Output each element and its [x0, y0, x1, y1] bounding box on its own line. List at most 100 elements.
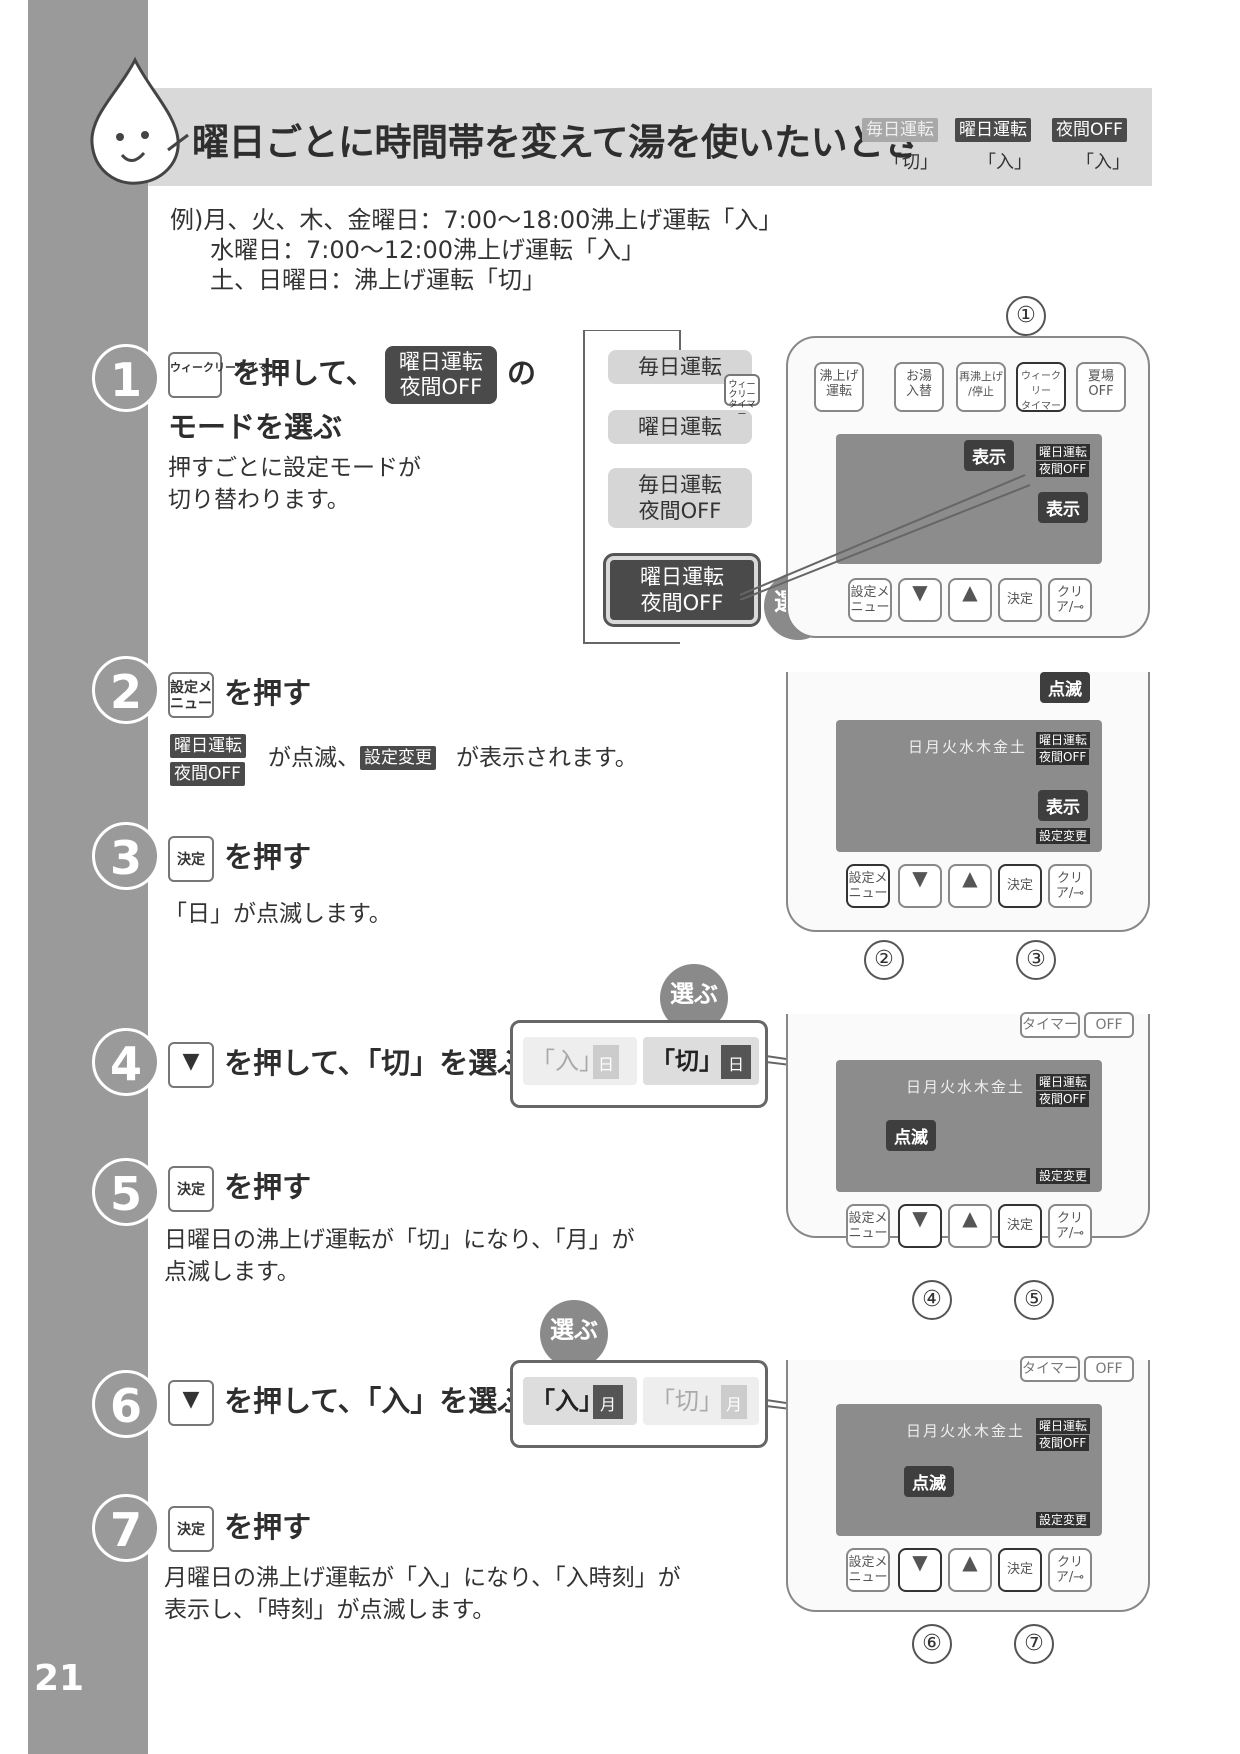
step-6-heading: ▼ を押して、「入」を選ぶ — [168, 1378, 526, 1426]
step-1-mode-pill: 曜日運転 夜間OFF — [384, 346, 497, 404]
decide-button-1: 決定 — [998, 578, 1042, 622]
step-5-heading: 決定 を押す — [168, 1164, 311, 1212]
weekly-timer-key: ウィークリータイマー — [168, 352, 280, 398]
down-key-6: ▼ — [168, 1380, 214, 1426]
down-button-4: ▼ — [898, 1548, 942, 1592]
step-3-heading: 決定 を押す — [168, 834, 311, 882]
mode-weekday: 曜日運転 — [608, 410, 752, 444]
lcd-change-4: 設定変更 — [1036, 1512, 1091, 1528]
step-1-heading: ウィークリータイマー を押して、 曜日運転 夜間OFF の — [168, 346, 536, 404]
step-2-heading: 設定メニュー を押す — [168, 670, 311, 718]
page-number: 21 — [34, 1658, 85, 1699]
step-number-4: 4 — [92, 1028, 160, 1096]
settings-menu-button-4: 設定メニュー — [846, 1548, 890, 1592]
summer-off-button: 夏場 OFF — [1076, 362, 1126, 412]
step-6-callout: 「入」 月 「切」 月 — [510, 1360, 768, 1448]
step-4-callout: 「入」 日 「切」 日 — [510, 1020, 768, 1108]
page-title: 曜日ごとに時間帯を変えて湯を使いたいとき — [192, 121, 921, 164]
finger-7: ⑦ — [1014, 1624, 1054, 1664]
step-1-line2: モードを選ぶ — [168, 410, 343, 444]
clear-button-1: クリア/⊸ — [1048, 578, 1092, 622]
down-button-3: ▼ — [898, 1204, 942, 1248]
settings-menu-key-2: 設定メニュー — [168, 672, 214, 718]
step-1-body: 押すごとに設定モードが 切り替わります。 — [168, 455, 421, 513]
mode-cycle-arrows — [583, 330, 681, 644]
step-3-body: 「日」が点滅します。 — [164, 901, 392, 927]
step-2-badge-nightoff: 夜間OFF — [170, 762, 245, 786]
step-4-opt-off-day: 日 — [721, 1045, 751, 1079]
partial-timer-button-4: タイマー — [1020, 1356, 1080, 1382]
finger-4: ④ — [912, 1280, 952, 1320]
partial-timer-button-3: タイマー — [1020, 1012, 1080, 1038]
badge-weekday: 曜日運転 — [955, 118, 1031, 142]
step-6-opt-off-day: 月 — [721, 1385, 747, 1419]
step-4-text: を押して、「切」を選ぶ — [224, 1046, 527, 1080]
step-2-badge-weekday: 曜日運転 — [170, 734, 246, 758]
down-key-4: ▼ — [168, 1042, 214, 1088]
lcd-days-2: 日月火水木金土 — [908, 738, 1028, 756]
step-2-badge-change: 設定変更 — [360, 746, 436, 770]
partial-off-button-4: OFF — [1084, 1356, 1134, 1382]
step-3-text: を押す — [224, 840, 312, 874]
lcd-off-1: 夜間OFF — [1036, 461, 1090, 477]
step-2-text: を押す — [224, 676, 312, 710]
step-2-text-2: が表示されます。 — [456, 745, 638, 771]
badge-night-off: 夜間OFF — [1052, 118, 1127, 142]
settings-menu-button-1: 設定メニュー — [848, 578, 892, 622]
pointer-lines-1 — [740, 474, 1031, 600]
mode-weekday-nightoff: 曜日運転 夜間OFF — [603, 553, 761, 627]
clear-button-2: クリア/⊸ — [1048, 864, 1092, 908]
step-5-text: を押す — [224, 1170, 312, 1204]
step-4-heading: ▼ を押して、「切」を選ぶ — [168, 1040, 526, 1088]
step-number-1: 1 — [92, 344, 160, 412]
badge-night-off-state: 「入」 — [1076, 152, 1130, 173]
lcd-off-4: 夜間OFF — [1036, 1435, 1090, 1451]
step-6-text: を押して、「入」を選ぶ — [224, 1384, 527, 1418]
lcd-days-3: 日月火水木金土 — [906, 1078, 1026, 1096]
step-4-opt-on-day: 日 — [593, 1045, 619, 1079]
clear-button-4: クリア/⊸ — [1048, 1548, 1092, 1592]
step-2-text-1: が点滅、 — [268, 745, 360, 771]
step-7-text: を押す — [224, 1510, 312, 1544]
lcd-change-2: 設定変更 — [1036, 828, 1091, 844]
finger-1: ① — [1006, 296, 1046, 336]
finger-6: ⑥ — [912, 1624, 952, 1664]
decide-key-7: 決定 — [168, 1506, 214, 1552]
lcd-off-3: 夜間OFF — [1036, 1091, 1090, 1107]
step-number-6: 6 — [92, 1370, 160, 1438]
up-button-1: ▲ — [948, 578, 992, 622]
example-line-2: 水曜日：7:00〜12:00沸上げ運転「入」 — [210, 236, 646, 264]
step-4-opt-on: 「入」 — [523, 1037, 637, 1085]
example-line-1: 例)月、火、木、金曜日：7:00〜18:00沸上げ運転「入」 — [170, 206, 783, 234]
mode-daily-nightoff: 毎日運転 夜間OFF — [608, 468, 752, 528]
step-5-body: 日曜日の沸上げ運転が「切」になり、「月」が 点滅します。 — [164, 1227, 635, 1285]
blink-label-3: 点滅 — [886, 1120, 936, 1151]
decide-key-5: 決定 — [168, 1166, 214, 1212]
lcd-days-4: 日月火水木金土 — [906, 1422, 1026, 1440]
step-number-7: 7 — [92, 1494, 160, 1562]
lcd-off-2: 夜間OFF — [1036, 749, 1090, 765]
step-number-2: 2 — [92, 656, 160, 724]
hot-water-replace-button: お湯 入替 — [894, 362, 944, 412]
partial-off-button-3: OFF — [1084, 1012, 1134, 1038]
lcd-mode-4: 曜日運転 — [1036, 1418, 1091, 1434]
down-button-1: ▼ — [898, 578, 942, 622]
badge-daily: 毎日運転 — [862, 118, 938, 142]
badge-daily-state: 「切」 — [884, 152, 938, 173]
finger-2: ② — [864, 940, 904, 980]
cycle-weekly-key: ウィークリータイマー — [724, 374, 760, 420]
step-number-3: 3 — [92, 822, 160, 890]
up-button-2: ▲ — [948, 864, 992, 908]
select-bubble-6: 選ぶ — [540, 1300, 608, 1368]
lcd-mode-2: 曜日運転 — [1036, 732, 1091, 748]
lcd-change-3: 設定変更 — [1036, 1168, 1091, 1184]
decide-button-2: 決定 — [998, 864, 1042, 908]
up-button-3: ▲ — [948, 1204, 992, 1248]
mascot-drop-icon — [90, 56, 189, 185]
blink-label-4: 点滅 — [904, 1466, 954, 1497]
display-label-2: 表示 — [1038, 492, 1088, 523]
step-number-5: 5 — [92, 1158, 160, 1226]
step-1-text: を押して、 — [232, 356, 375, 390]
step-7-body: 月曜日の沸上げ運転が「入」になり、「入時刻」が 表示し、「時刻」が点滅します。 — [164, 1565, 681, 1623]
reboil-stop-button: 再沸上げ /停止 — [956, 362, 1006, 412]
